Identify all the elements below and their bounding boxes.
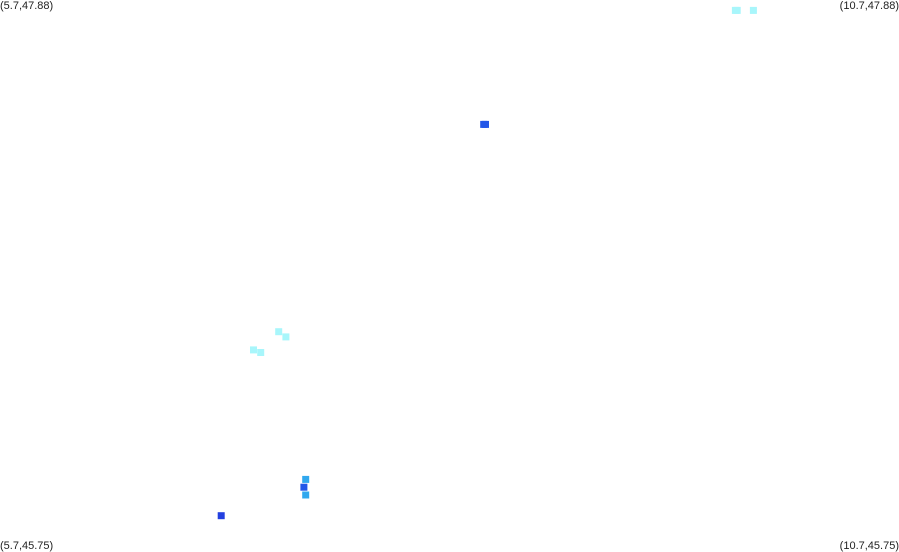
map-point-12[interactable] [217,512,225,520]
map-point-9[interactable] [302,475,310,483]
map-point-7[interactable] [250,346,257,354]
map-point-6[interactable] [282,333,290,341]
map-point-11[interactable] [302,491,310,499]
map-point-8[interactable] [257,349,265,356]
corner-label-top-left: (5.7,47.88) [0,0,54,12]
corner-label-bottom-left: (5.7,45.75) [0,540,54,552]
map-point-4[interactable] [482,120,489,128]
corner-label-top-right: (10.7,47.88) [839,0,899,12]
map-point-1[interactable] [733,6,741,14]
map-point-5[interactable] [275,328,283,336]
corner-label-bottom-right: (10.7,45.75) [839,540,899,552]
map-point-2[interactable] [749,6,757,14]
map-point-10[interactable] [300,483,308,491]
